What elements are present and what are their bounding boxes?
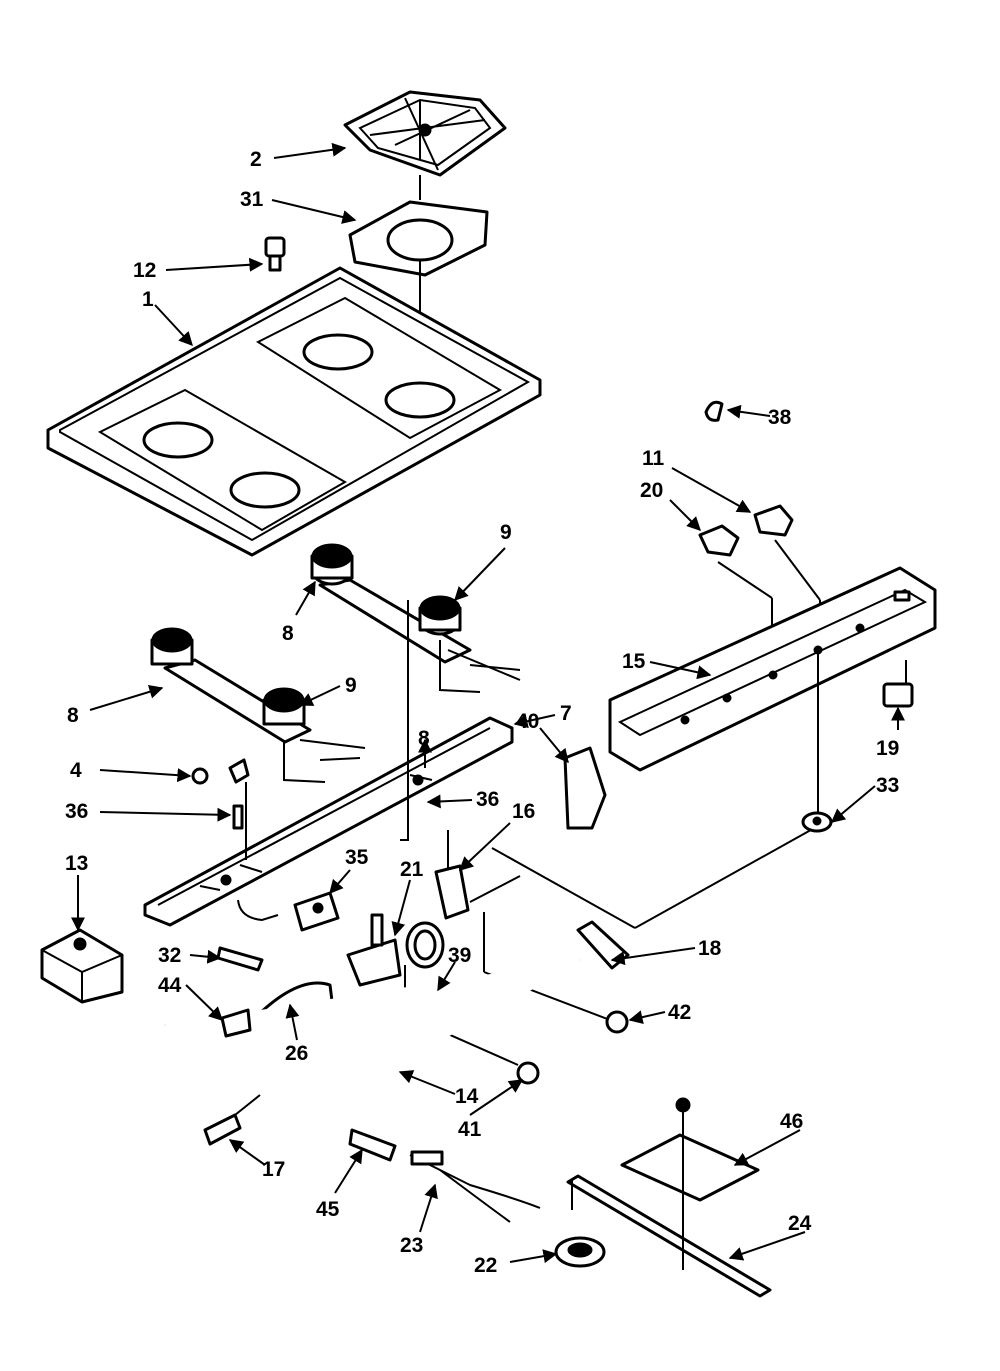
callout-32: 32: [158, 944, 181, 967]
callout-31: 31: [240, 188, 264, 211]
callout-16: 16: [512, 800, 535, 823]
callout-12: 12: [133, 259, 156, 282]
burner-assembly-front: [150, 627, 366, 783]
callout-4: 4: [70, 759, 82, 782]
callout-23: 23: [400, 1234, 423, 1257]
oven-ignitor: [348, 1128, 397, 1162]
leader-lines: [71, 142, 905, 1264]
callout-8-front: 8: [67, 704, 79, 727]
callout-41: 41: [458, 1118, 482, 1141]
cooktop: [46, 266, 542, 557]
burner-grate: [343, 90, 507, 177]
knob-20: [698, 524, 740, 557]
burner-bracket: [143, 716, 514, 927]
bracket-18: [576, 920, 630, 970]
screw-42: [605, 1010, 629, 1034]
callout-7: 7: [560, 702, 572, 725]
mounting-bracket: [216, 946, 264, 972]
switch: [882, 682, 914, 708]
orifice-hood: [228, 758, 250, 784]
cap-screw: [264, 236, 286, 272]
oven-burner: [566, 1174, 772, 1298]
callout-39: 39: [448, 944, 471, 967]
gas-valve: [346, 913, 445, 987]
bushing-41: [516, 1061, 540, 1085]
callout-21: 21: [400, 858, 424, 881]
callout-19: 19: [876, 737, 899, 760]
callout-26: 26: [285, 1042, 308, 1065]
callout-35: 35: [345, 846, 369, 869]
spark-electrode-left: [232, 804, 244, 830]
pipe-bracket: [203, 1094, 261, 1146]
callout-24: 24: [788, 1212, 812, 1235]
callout-13: 13: [65, 852, 88, 875]
nut: [191, 767, 209, 785]
oven-orifice: [554, 1236, 606, 1268]
clip: [704, 400, 724, 422]
grommet: [801, 811, 833, 833]
baffle-plate: [620, 1097, 760, 1270]
callout-15: 15: [622, 650, 646, 673]
callout-2: 2: [250, 148, 262, 171]
manifold-pipe: [163, 957, 582, 1103]
callout-22: 22: [474, 1254, 497, 1277]
callout-36-right: 36: [476, 788, 499, 811]
manifold-panel: [608, 566, 937, 772]
callout-labels: 2 31 12 1 38 11 20 9 8 15 8 9 7 4 8 40 3…: [65, 148, 899, 1277]
oven-thermostat: [434, 830, 611, 1021]
callout-42: 42: [668, 1001, 691, 1024]
wire-harness: [409, 1150, 541, 1223]
callout-38: 38: [768, 406, 792, 429]
drip-pan: [348, 200, 489, 277]
callout-18: 18: [698, 937, 722, 960]
callout-6: 8: [418, 727, 430, 750]
callout-40: 40: [516, 710, 539, 733]
ignition-module: [293, 891, 340, 932]
callout-45: 45: [316, 1198, 340, 1221]
callout-14: 14: [455, 1085, 479, 1108]
bracket: [563, 746, 607, 830]
callout-8-rear: 8: [282, 622, 294, 645]
callout-36-left: 36: [65, 800, 88, 823]
pressure-regulator: [40, 928, 124, 1004]
callout-20: 20: [640, 479, 663, 502]
callout-9-rear: 9: [500, 521, 512, 544]
callout-17: 17: [262, 1158, 285, 1181]
callout-1: 1: [142, 288, 154, 311]
callout-9-front: 9: [345, 674, 357, 697]
callout-11: 11: [642, 447, 665, 470]
burner-assembly-rear: [310, 543, 521, 693]
union-fitting: [220, 1008, 252, 1038]
knob-11: [753, 504, 794, 537]
callout-33: 33: [876, 774, 899, 797]
callout-44: 44: [158, 974, 182, 997]
callout-46: 46: [780, 1110, 803, 1133]
